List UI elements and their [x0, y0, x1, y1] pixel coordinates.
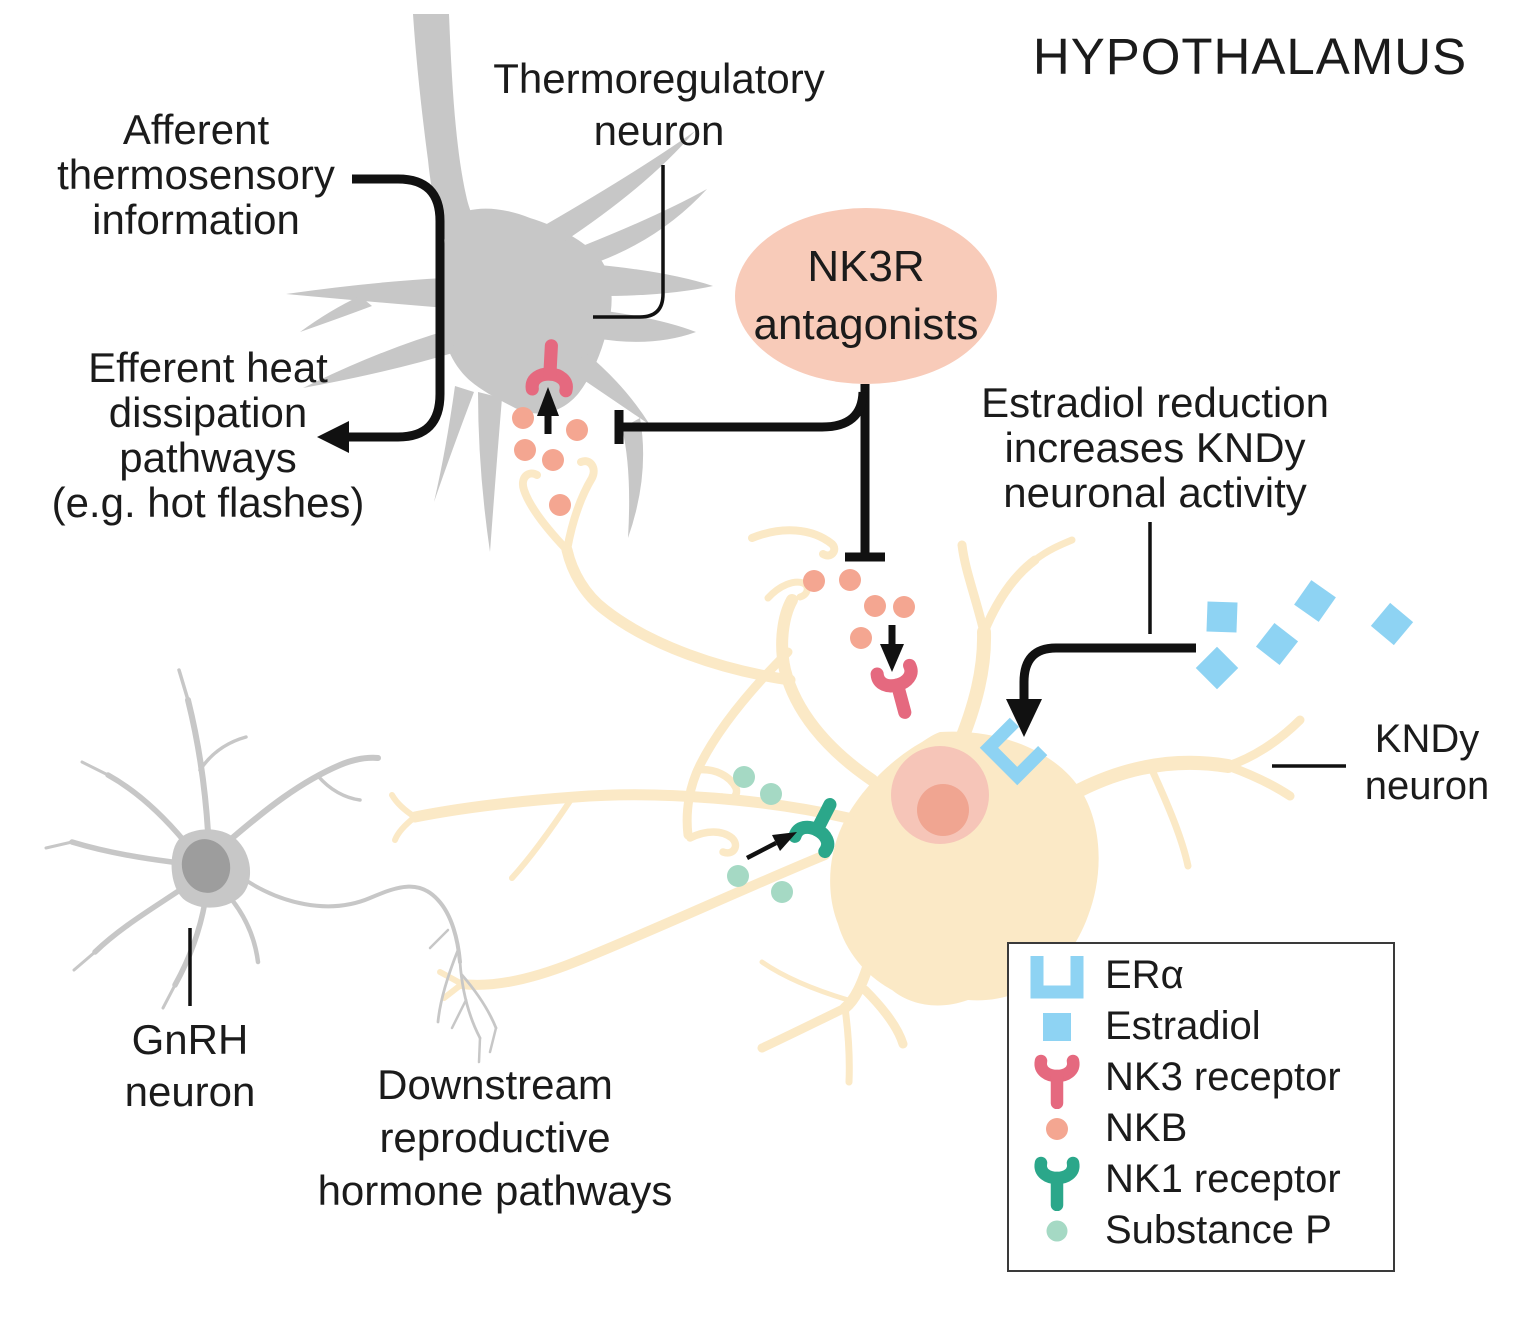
legend-label: ERα	[1105, 953, 1184, 997]
efferent-label: Efferent heat dissipation pathways (e.g.…	[51, 344, 365, 526]
page-title: HYPOTHALAMUS	[1032, 28, 1468, 85]
kndy-nucleus	[891, 746, 989, 844]
estradiol-arrowhead	[1006, 699, 1042, 737]
thermo-neuron-label: Thermoregulatory neuron	[493, 55, 825, 154]
estradiol-icon	[1009, 1007, 1105, 1047]
substance-p-dots	[727, 766, 793, 903]
nk3r-antagonists-ellipse	[735, 208, 997, 384]
nk3r-antagonists-label: NK3R antagonists	[753, 242, 979, 349]
nk3-receptor-icon	[1009, 1047, 1105, 1109]
thermo-label-connector	[593, 165, 665, 319]
legend-label: Estradiol	[1105, 1004, 1261, 1048]
nkb-up-arrowhead	[537, 387, 559, 416]
legend-row-nk1: NK1 receptor	[1009, 1154, 1393, 1205]
substance-p-icon	[1009, 1216, 1105, 1246]
kndy-neuron-label: KNDy neuron	[1364, 717, 1490, 808]
substance-p-arrow	[745, 841, 778, 860]
afferent-label: Afferent thermosensory information	[57, 106, 335, 243]
legend: ERα Estradiol NK3 receptor NKB NK1 recep…	[1007, 942, 1395, 1272]
legend-label: NK1 receptor	[1105, 1157, 1341, 1201]
legend-row-nk3: NK3 receptor	[1009, 1052, 1393, 1103]
gnrh-nucleus	[181, 839, 231, 893]
estradiol-squares	[1195, 580, 1414, 690]
nkb-icon	[1009, 1114, 1105, 1144]
gnrh-neuron-label: GnRH neuron	[124, 1016, 256, 1115]
legend-row-substance-p: Substance P	[1009, 1205, 1393, 1256]
legend-label: Substance P	[1105, 1208, 1332, 1252]
substance-p-arrowhead	[772, 832, 797, 851]
estradiol-arrow	[1019, 643, 1196, 702]
nkb-dots-kndy	[803, 569, 915, 649]
nk3-receptor-kndy	[877, 665, 921, 716]
nkb-down-arrowhead	[880, 644, 904, 672]
gnrh-neuron	[44, 668, 498, 1064]
efferent-arrowhead	[317, 421, 349, 453]
thermoregulatory-neuron	[286, 14, 713, 552]
legend-label: NK3 receptor	[1105, 1055, 1341, 1099]
nk1-receptor-icon	[1009, 1149, 1105, 1211]
inhibit-branch-left	[621, 391, 868, 432]
legend-row-nkb: NKB	[1009, 1103, 1393, 1154]
era-receptor-icon	[1009, 951, 1105, 1001]
legend-row-estradiol: Estradiol	[1009, 1001, 1393, 1052]
downstream-label: Downstream reproductive hormone pathways	[317, 1061, 673, 1214]
connectors	[188, 165, 1346, 1006]
legend-row-era: ERα	[1009, 950, 1393, 1001]
nkb-dots-thermo	[512, 407, 588, 516]
afferent-efferent-bracket	[345, 174, 445, 442]
estradiol-reduction-label: Estradiol reduction increases KNDy neuro…	[981, 379, 1329, 516]
legend-label: NKB	[1105, 1106, 1188, 1150]
